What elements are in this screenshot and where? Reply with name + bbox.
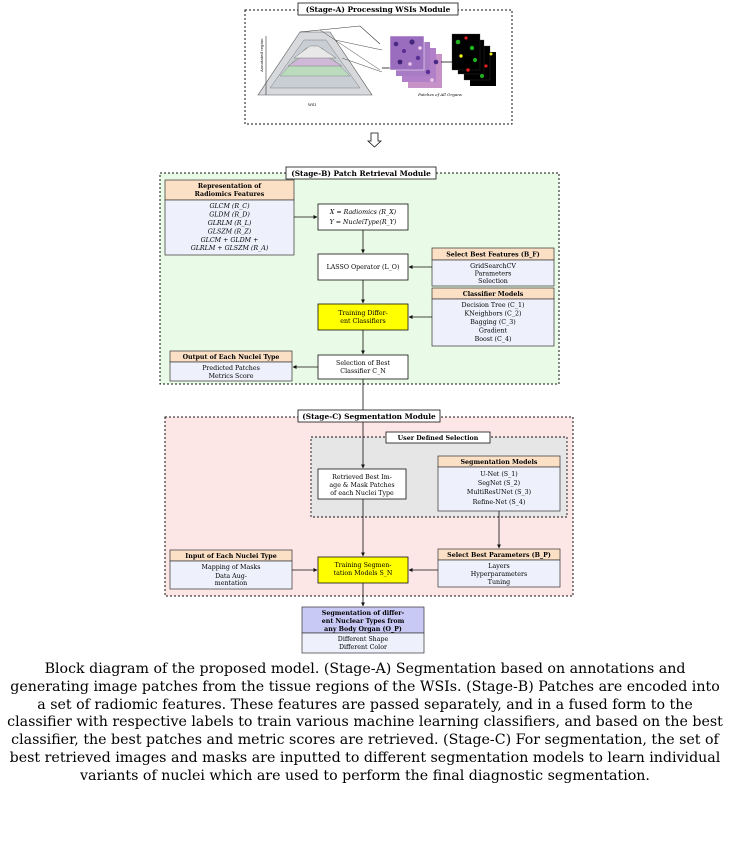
retrieved-line: Retrieved Best Im- <box>332 474 392 481</box>
best-classifier-line1: Selection of Best <box>336 360 390 367</box>
output-body-box <box>169 361 293 382</box>
pyramid-axis-label: Annotated region <box>259 38 264 73</box>
stage-a-to-b-arrow <box>366 132 383 148</box>
best-params-header: Select Best Parameters (B_P) <box>447 552 551 559</box>
xy-line1: X = Radiomics (R_X) <box>329 209 397 216</box>
radiomics-header-line1: Representation of <box>198 183 263 190</box>
xy-definition-box <box>317 203 409 231</box>
radiomics-item-glcm: GLCM (R_C) <box>209 203 250 210</box>
classifier-item-kneighbors: KNeighbors (C_2) <box>465 311 522 318</box>
radiomics-item-glszm: GLSZM (R_Z) <box>208 229 252 236</box>
classifier-item-gradient: Gradient <box>479 328 508 335</box>
final-item: Different Shape <box>338 636 389 643</box>
training-classifiers-line1: Training Differ- <box>338 310 388 317</box>
input-item: Mapping of Masks <box>202 564 261 571</box>
stage-b-module: (Stage-B) Patch Retrieval Module Represe… <box>159 166 560 385</box>
final-header-box <box>301 606 425 634</box>
block-diagram: (Stage-A) Processing WSIs Module Annotat… <box>159 2 574 654</box>
output-item: Metrics Score <box>209 373 254 380</box>
retrieved-line: of each Nuclei Type <box>330 490 394 497</box>
classifier-models-header: Classifier Models <box>463 291 524 298</box>
best-params-item: Tuning <box>488 579 510 586</box>
radiomics-item-glrlm: GLRLM (R_L) <box>208 220 252 227</box>
final-header-line: any Body Organ (O_P) <box>324 626 402 633</box>
output-header: Output of Each Nuclei Type <box>183 354 280 361</box>
best-classifier-box <box>317 354 409 380</box>
classifier-item-decision-tree: Decision Tree (C_1) <box>462 302 525 309</box>
training-classifiers-box <box>317 303 409 331</box>
stage-c-title: (Stage-C) Segmentation Module <box>302 412 436 421</box>
best-features-header: Select Best Features (B_F) <box>446 252 540 259</box>
seg-models-body-box <box>437 466 561 512</box>
lasso-box <box>317 253 409 281</box>
input-item: mentation <box>215 580 247 587</box>
best-params-body-box <box>437 559 561 588</box>
figure-caption: Block diagram of the proposed model. (St… <box>7 661 723 784</box>
radiomics-combo-line1: GLCM + GLDM + <box>201 237 259 244</box>
user-defined-title-box <box>385 431 491 444</box>
stage-b-title-box <box>285 166 437 180</box>
pyramid-bottom-label: WSI <box>308 102 317 107</box>
classifier-item-bagging: Bagging (C_3) <box>470 319 515 326</box>
seg-model-multiresunet: MultiResUNet (S_3) <box>467 489 531 496</box>
stage-a-title: (Stage-A) Processing WSIs Module <box>306 5 451 14</box>
best-features-item: Parameters <box>475 271 512 278</box>
input-item: Data Aug- <box>215 573 247 580</box>
lasso-label: LASSO Operator (L_O) <box>327 264 400 271</box>
best-params-item: Hyperparameters <box>471 571 528 578</box>
training-segmentation-line2: tation Models S_N <box>334 570 393 577</box>
input-body-box <box>169 560 293 590</box>
stage-b-title: (Stage-B) Patch Retrieval Module <box>291 169 431 178</box>
output-item: Predicted Patches <box>202 365 260 372</box>
final-output: Segmentation of differ- ent Nuclear Type… <box>301 583 425 654</box>
final-item: Different Color <box>339 644 388 651</box>
wsi-pyramid-image <box>257 25 383 96</box>
classifier-item-boost: Boost (C_4) <box>475 336 512 343</box>
seg-model-segnet: SegNet (S_2) <box>478 480 520 487</box>
final-header-line: Segmentation of differ- <box>322 610 405 617</box>
radiomics-body-box <box>164 199 295 256</box>
radiomics-header-line2: Radiomics Features <box>195 191 265 198</box>
seg-model-unet: U-Net (S_1) <box>480 471 517 478</box>
seg-model-refinenet: Refine-Net (S_4) <box>473 499 526 506</box>
best-params-item: Layers <box>488 563 509 570</box>
best-features-body-box <box>431 259 555 287</box>
stage-c-title-box <box>297 409 441 423</box>
stage-a-title-box <box>297 2 459 16</box>
retrieved-patches-box <box>317 468 407 500</box>
input-header: Input of Each Nuclei Type <box>185 553 276 560</box>
best-classifier-line2: Classifier C_N <box>340 368 386 375</box>
stage-c-module: (Stage-C) Segmentation Module User Defin… <box>164 409 574 597</box>
user-defined-title: User Defined Selection <box>398 435 479 442</box>
final-body-box <box>301 632 425 654</box>
patches-label: Patches of All Organs <box>417 92 462 97</box>
training-segmentation-line1: Training Segmen- <box>334 562 391 569</box>
stage-a-module: (Stage-A) Processing WSIs Module Annotat… <box>244 2 513 125</box>
final-header-line: ent Nuclear Types from <box>322 618 405 625</box>
xy-line2: Y = NucleiType(R_Y) <box>330 219 397 226</box>
radiomics-item-gldm: GLDM (R_D) <box>209 212 250 219</box>
training-classifiers-line2: ent Classifiers <box>340 318 386 325</box>
classifier-models-body-box <box>431 298 555 347</box>
histology-patches-image <box>389 35 442 88</box>
training-segmentation-box <box>317 556 409 584</box>
retrieved-line: age & Mask Patches <box>329 482 394 489</box>
seg-models-header: Segmentation Models <box>461 459 538 466</box>
best-features-item: GridSearchCV <box>470 263 516 270</box>
best-features-item: Selection <box>478 278 508 285</box>
mask-patches-image <box>451 33 496 86</box>
radiomics-combo-line2: GLRLM + GLSZM (R_A) <box>191 245 269 252</box>
